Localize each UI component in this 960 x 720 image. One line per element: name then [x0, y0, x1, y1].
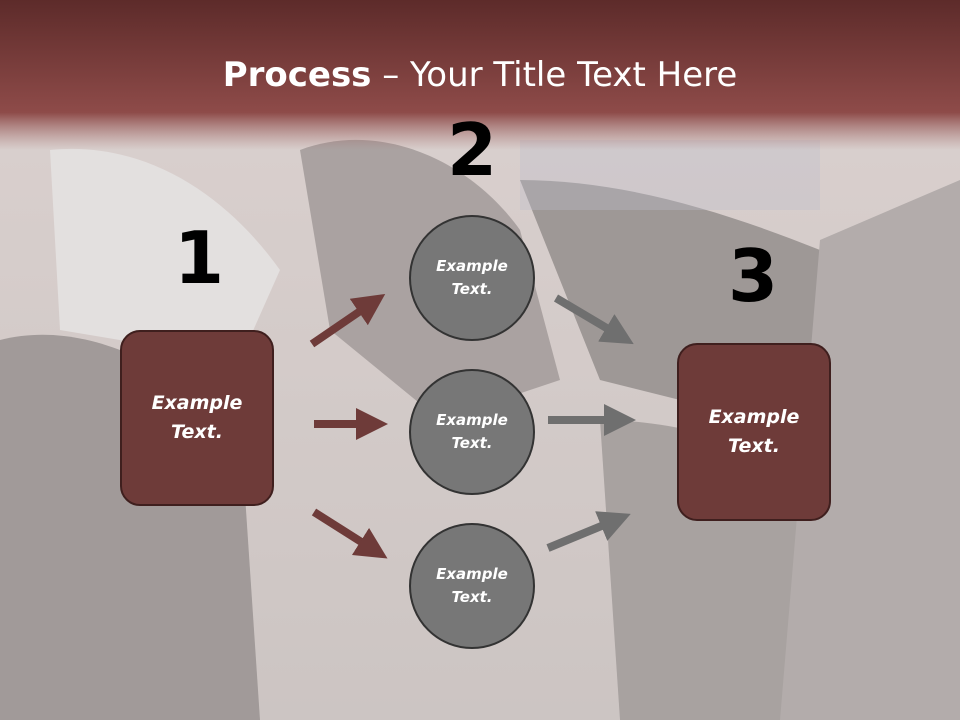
- step-box-right: Example Text.: [677, 343, 831, 521]
- circle-2-text: Example Text.: [436, 411, 508, 452]
- step-box-left-text: Example Text.: [151, 392, 243, 443]
- step-number-3: 3: [727, 234, 779, 318]
- title-rest: – Your Title Text Here: [371, 55, 738, 95]
- arrow-from-circle-3: [546, 511, 631, 552]
- arrow-to-circle-1: [309, 293, 386, 348]
- arrow-from-circle-1: [553, 294, 634, 345]
- arrow-to-circle-3: [311, 508, 388, 559]
- circle-1-text: Example Text.: [436, 257, 508, 298]
- circle-1: Example Text.: [409, 215, 535, 341]
- page-title: Process – Your Title Text Here: [0, 52, 960, 98]
- step-box-left: Example Text.: [120, 330, 274, 506]
- circle-2: Example Text.: [409, 369, 535, 495]
- step-box-right-text: Example Text.: [708, 406, 800, 457]
- circle-3: Example Text.: [409, 523, 535, 649]
- step-number-2: 2: [446, 108, 498, 192]
- step-number-1: 1: [173, 216, 225, 300]
- title-bold: Process: [222, 55, 372, 95]
- circle-3-text: Example Text.: [436, 565, 508, 606]
